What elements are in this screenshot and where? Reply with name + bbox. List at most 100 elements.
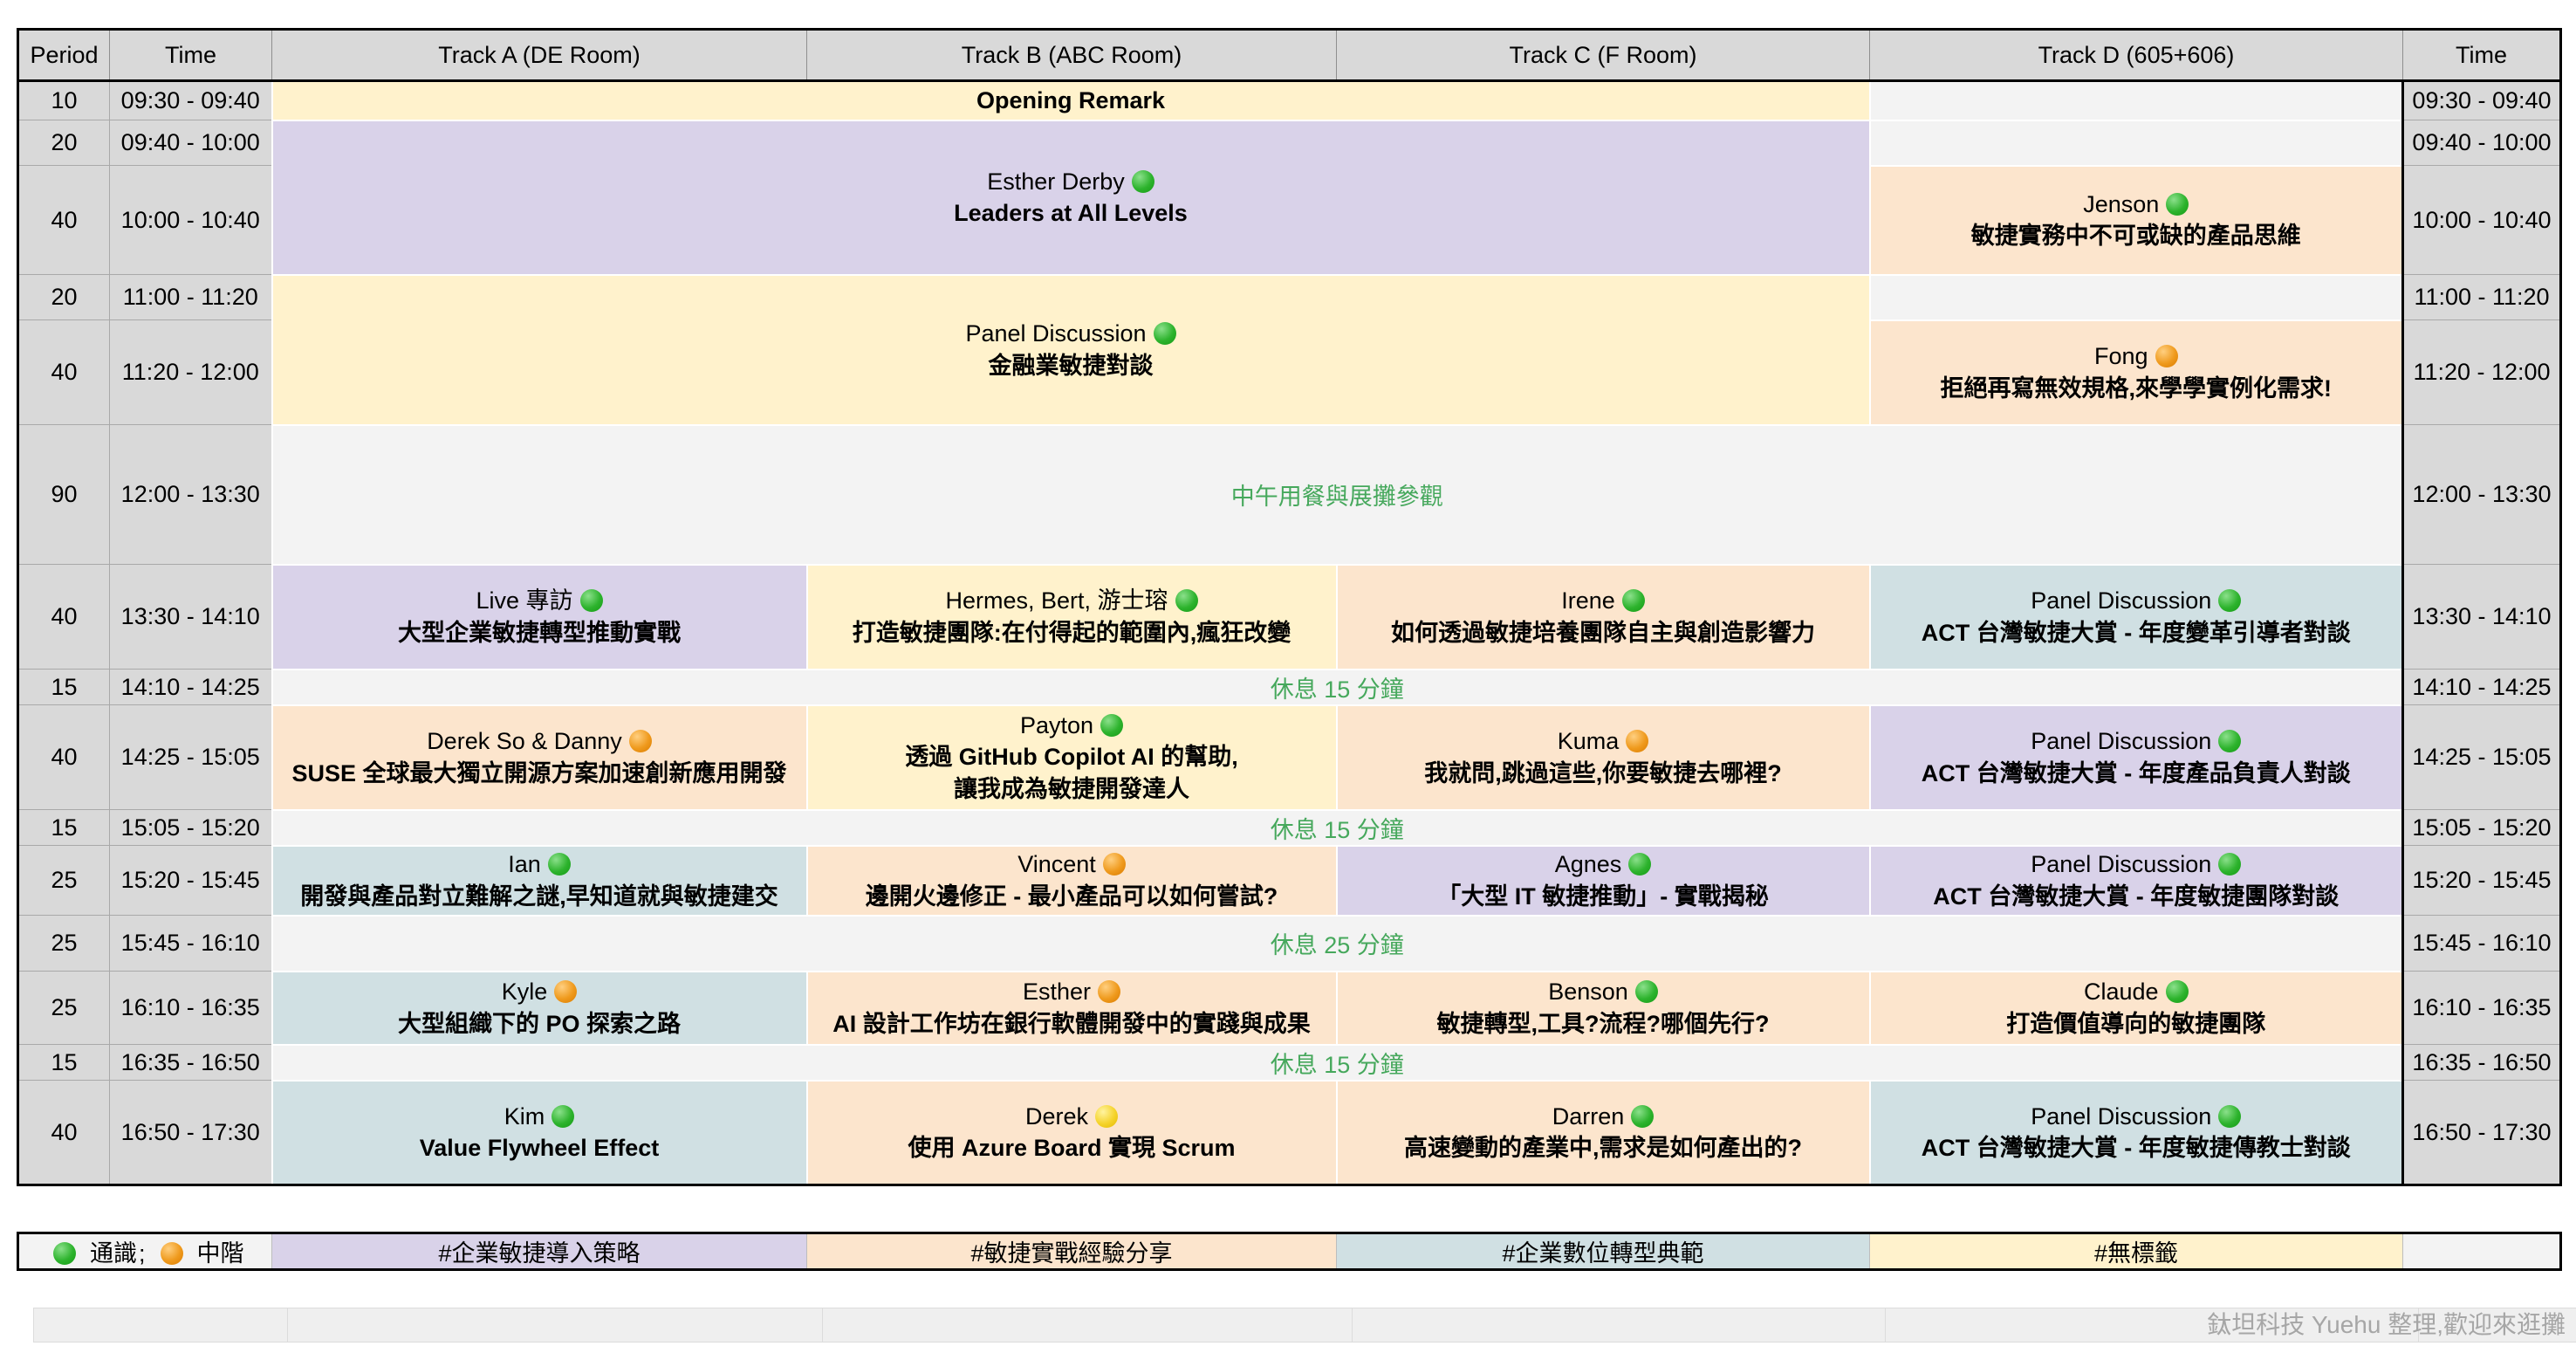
time-cell: 16:35 - 16:50 — [109, 1044, 272, 1081]
time-cell-right: 12:00 - 13:30 — [2401, 424, 2561, 565]
session-title: 邊開火邊修正 - 最小產品可以如何嘗試? — [865, 882, 1278, 910]
break-label: 休息 15 分鐘 — [1270, 1051, 1404, 1078]
session-title: AI 設計工作坊在銀行軟體開發中的實踐與成果 — [832, 1010, 1311, 1037]
session-agnes[interactable]: Agnes「大型 IT 敏捷推動」- 實戰揭秘 — [1335, 844, 1871, 917]
green-level-dot — [547, 853, 571, 876]
time-cell-right: 10:00 - 10:40 — [2401, 165, 2561, 275]
green-level-dot — [2218, 730, 2242, 753]
green-level-dot — [552, 1104, 575, 1128]
legend-tag-transformation: #企業數位轉型典範 — [1336, 1233, 1870, 1270]
break-cell: 休息 25 分鐘 — [271, 914, 2404, 972]
speaker-name: Fong — [1871, 340, 2402, 372]
legend-intermediate-label: 中階 — [196, 1240, 244, 1267]
orange-level-dot — [161, 1242, 184, 1265]
col-period: Period — [17, 29, 110, 82]
time-cell-right: 13:30 - 14:10 — [2401, 564, 2561, 670]
legend-table: 通識; 中階 #企業敏捷導入策略 #敏捷實戰經驗分享 #企業數位轉型典範 #無標… — [17, 1232, 2562, 1271]
time-cell-right: 16:35 - 16:50 — [2401, 1044, 2561, 1081]
time-cell: 11:20 - 12:00 — [109, 319, 272, 425]
speaker-name: Kim — [273, 1101, 806, 1132]
opening-remark-cell: Opening Remark — [271, 79, 1871, 121]
green-level-dot — [1631, 1104, 1655, 1128]
orange-level-dot — [1626, 730, 1649, 753]
session-title: 拒絕再寫無效規格,來學學實例化需求! — [1940, 374, 2333, 402]
speaker-name: Kyle — [273, 976, 806, 1007]
legend-levels-cell: 通識; 中階 — [17, 1233, 272, 1270]
time-cell-right: 14:10 - 14:25 — [2401, 669, 2561, 705]
period-cell: 15 — [17, 809, 110, 846]
period-cell: 10 — [17, 80, 110, 120]
empty-cell — [1868, 273, 2404, 321]
legend-generic-label: 通識 — [89, 1240, 137, 1267]
footer-table — [33, 1308, 2576, 1343]
green-level-dot — [1175, 589, 1198, 613]
green-level-dot — [1131, 169, 1154, 193]
session-live-interview[interactable]: Live 專訪大型企業敏捷轉型推動實戰 — [271, 563, 808, 670]
session-title: Value Flywheel Effect — [419, 1135, 660, 1162]
speaker-name: Agnes — [1338, 848, 1869, 880]
time-cell-right: 16:50 - 17:30 — [2401, 1080, 2561, 1185]
session-title: ACT 台灣敏捷大賞 - 年度產品負責人對談 — [1921, 759, 2351, 786]
col-track-a: Track A (DE Room) — [271, 29, 807, 82]
break-cell: 休息 15 分鐘 — [271, 668, 2404, 706]
col-track-d: Track D (605+606) — [1869, 29, 2403, 82]
time-cell: 09:30 - 09:40 — [109, 80, 272, 120]
time-cell-right: 15:45 - 16:10 — [2401, 915, 2561, 972]
time-cell: 12:00 - 13:30 — [109, 424, 272, 565]
session-title: 敏捷實務中不可或缺的產品思維 — [1970, 223, 2301, 249]
session-title: Leaders at All Levels — [954, 200, 1188, 226]
green-level-dot — [53, 1242, 77, 1265]
time-cell: 14:10 - 14:25 — [109, 669, 272, 705]
time-cell-right: 09:40 - 10:00 — [2401, 120, 2561, 166]
period-cell: 25 — [17, 845, 110, 916]
period-cell: 40 — [17, 165, 110, 275]
time-cell-right: 16:10 - 16:35 — [2401, 971, 2561, 1045]
session-jenson[interactable]: Jenson 敏捷實務中不可或缺的產品思維 — [1868, 164, 2404, 276]
speaker-name: Jenson — [1871, 189, 2402, 220]
time-cell: 16:10 - 16:35 — [109, 971, 272, 1045]
legend-tag-strategy: #企業敏捷導入策略 — [271, 1233, 807, 1270]
yellow-level-dot — [1095, 1104, 1119, 1128]
time-cell-right: 11:20 - 12:00 — [2401, 319, 2561, 425]
session-title: 「大型 IT 敏捷推動」- 實戰揭秘 — [1437, 882, 1769, 910]
time-cell-right: 14:25 - 15:05 — [2401, 704, 2561, 810]
speaker-name: Irene — [1338, 585, 1869, 616]
period-cell: 20 — [17, 120, 110, 166]
speaker-name: Panel Discussion — [273, 318, 1869, 349]
time-cell: 13:30 - 14:10 — [109, 564, 272, 670]
session-hermes-bert[interactable]: Hermes, Bert, 游士瑢打造敏捷團隊:在付得起的範圍內,瘋狂改變 — [805, 563, 1338, 670]
speaker-name: Derek So & Danny — [273, 725, 806, 757]
session-title: 我就問,跳過這些,你要敏捷去哪裡? — [1424, 759, 1782, 786]
session-title: 使用 Azure Board 實現 Scrum — [908, 1135, 1236, 1162]
